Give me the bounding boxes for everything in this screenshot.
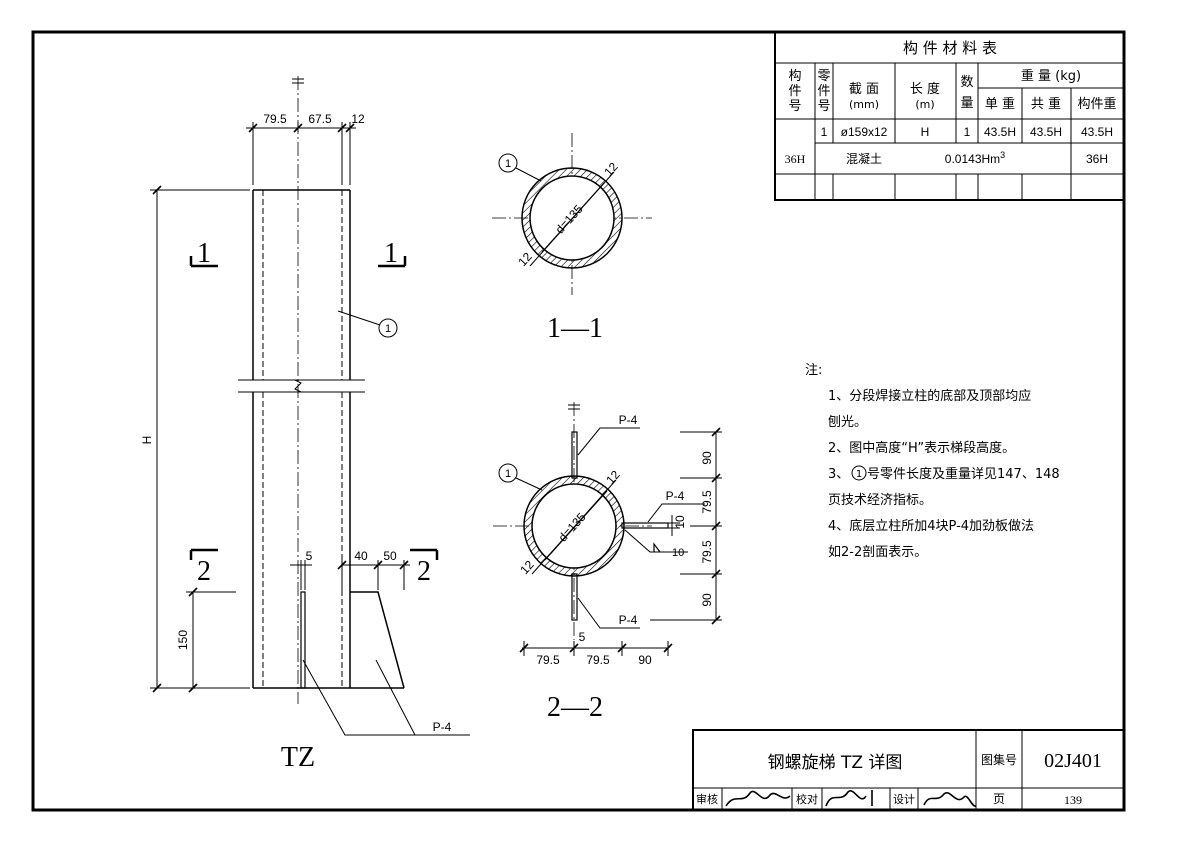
hdr-total-weight: 共 重 (1031, 96, 1061, 112)
s22-thick-bottom: 12 (517, 557, 537, 577)
check-label: 校对 (796, 792, 818, 806)
designer-signature (923, 791, 977, 807)
s22-dim-v4: 90 (700, 593, 714, 607)
note-line-5: 页技术经济指标。 (828, 493, 932, 508)
s11-thick-bottom: 12 (515, 249, 535, 269)
dim-67-5: 67.5 (308, 112, 332, 126)
r2-material: 混凝土 (846, 151, 882, 166)
hdr-weight: 重 量 (kg) (1021, 68, 1081, 84)
note-circle-num: 1 (856, 469, 862, 480)
atlas-number: 02J401 (1044, 750, 1102, 772)
notes: 注: 1、分段焊接立柱的底部及顶部均应 刨光。 2、图中高度“H”表示梯段高度。… (805, 363, 1060, 560)
r1-total: 43.5H (1030, 125, 1062, 139)
note-line-4b: 号零件长度及重量详见147、148 (867, 466, 1060, 482)
page-label: 页 (993, 792, 1005, 806)
hdr-qty-2: 量 (960, 96, 973, 111)
dim-5: 5 (306, 549, 313, 563)
s22-plate-right: P-4 (666, 489, 685, 503)
hdr-member-no-1: 构 (788, 69, 801, 84)
r1-member: 43.5H (1081, 125, 1113, 139)
note-line-6: 4、底层立柱所加4块P-4加劲板做法 (828, 518, 1034, 534)
r1-qty: 1 (964, 125, 971, 139)
r2-volume: 0.0143Hm3 (945, 150, 1005, 166)
s22-title: 2—2 (547, 692, 603, 723)
dim-150: 150 (176, 630, 190, 650)
s22-dim-h2: 79.5 (586, 653, 610, 667)
drawing-title: 钢螺旋梯 TZ 详图 (768, 753, 903, 773)
hdr-part-no-1: 零 (817, 69, 830, 84)
hdr-qty-1: 数 (960, 75, 973, 90)
hdr-member-no-2: 件 (788, 84, 801, 99)
note-line-4a: 3、 (828, 467, 849, 482)
design-label: 设计 (893, 793, 915, 806)
s22-weld: 10 (672, 547, 684, 559)
dim-40: 40 (354, 549, 368, 563)
note-line-7: 如2-2剖面表示。 (828, 544, 927, 560)
s11-part-tag: 1 (505, 158, 511, 170)
hdr-part-no-2: 件 (817, 84, 830, 99)
r1-part: 1 (821, 125, 828, 139)
r2-member: 36H (785, 152, 806, 166)
hdr-part-no-3: 号 (817, 99, 830, 114)
r1-length: H (921, 125, 930, 139)
elevation-part-tag: 1 (385, 323, 391, 335)
sheet-border (31, 30, 1126, 812)
dim-height: H (140, 436, 154, 445)
table-title: 构 件 材 料 表 (903, 39, 997, 57)
section-1-1 (492, 133, 652, 295)
hdr-section: 截 面 (849, 82, 879, 97)
note-line-3: 2、图中高度“H”表示梯段高度。 (828, 440, 1015, 456)
s11-thick-top: 12 (601, 159, 621, 179)
notes-title: 注: (805, 363, 822, 378)
reviewer-signature (725, 790, 791, 807)
note-line-1: 1、分段焊接立柱的底部及顶部均应 (828, 388, 1031, 404)
hdr-unit-weight: 单 重 (985, 96, 1015, 112)
s22-dim-h1: 79.5 (536, 653, 560, 667)
s22-plate-bottom: P-4 (619, 613, 638, 627)
dim-50: 50 (383, 549, 397, 563)
dim-79-5: 79.5 (263, 112, 287, 126)
atlas-label: 图集号 (981, 752, 1017, 767)
hdr-section-unit: (mm) (849, 98, 879, 111)
s22-plate-thick: 10 (673, 515, 687, 529)
hdr-member-weight: 构件重 (1077, 96, 1116, 112)
s22-dim-h3: 90 (638, 653, 652, 667)
r2-member-weight: 36H (1086, 152, 1108, 166)
title-block-text: 钢螺旋梯 TZ 详图 图集号 02J401 审核 校对 设计 页 139 (696, 750, 1102, 807)
material-table-text: 构 件 材 料 表 构 件 号 零 件 号 截 面 (mm) 长 度 (m) 数… (785, 39, 1117, 166)
material-table (774, 31, 1125, 201)
hdr-member-no-3: 号 (788, 99, 801, 114)
section-mark-2-left: 2 (197, 556, 211, 587)
dim-12: 12 (351, 112, 365, 126)
s22-thick-top: 12 (603, 467, 623, 487)
page-number: 139 (1064, 793, 1082, 807)
s22-part-tag: 1 (505, 468, 511, 480)
note-circle-icon (851, 465, 867, 481)
section-mark-1-left: 1 (197, 238, 211, 269)
s22-dim-v2: 79.5 (700, 490, 714, 514)
checker-signature (825, 790, 873, 807)
tz-elevation (150, 76, 470, 736)
hdr-length-unit: (m) (915, 98, 934, 111)
s11-title: 1—1 (547, 313, 603, 344)
section-2-2 (493, 402, 722, 656)
elevation-title: TZ (281, 742, 315, 773)
s22-dim-v1: 90 (700, 451, 714, 465)
tz-elevation-text: 79.5 67.5 12 H 150 5 40 50 1 1 2 2 1 P-4… (140, 112, 452, 773)
s22-dim-v3: 79.5 (700, 540, 714, 564)
title-block (692, 729, 1125, 811)
r1-section: ø159x12 (841, 125, 888, 139)
s22-dim-5: 5 (579, 630, 586, 644)
section-2-2-text: 1 d=135 12 12 P-4 P-4 P-4 10 10 90 79.5 … (505, 413, 714, 723)
note-line-2: 刨光。 (828, 415, 867, 430)
r1-unit: 43.5H (984, 125, 1016, 139)
hdr-length: 长 度 (910, 81, 940, 97)
s22-plate-top: P-4 (619, 413, 638, 427)
section-mark-1-right: 1 (384, 238, 398, 269)
elevation-plate-label: P-4 (433, 720, 452, 734)
review-label: 审核 (696, 792, 718, 806)
section-mark-2-right: 2 (417, 556, 431, 587)
